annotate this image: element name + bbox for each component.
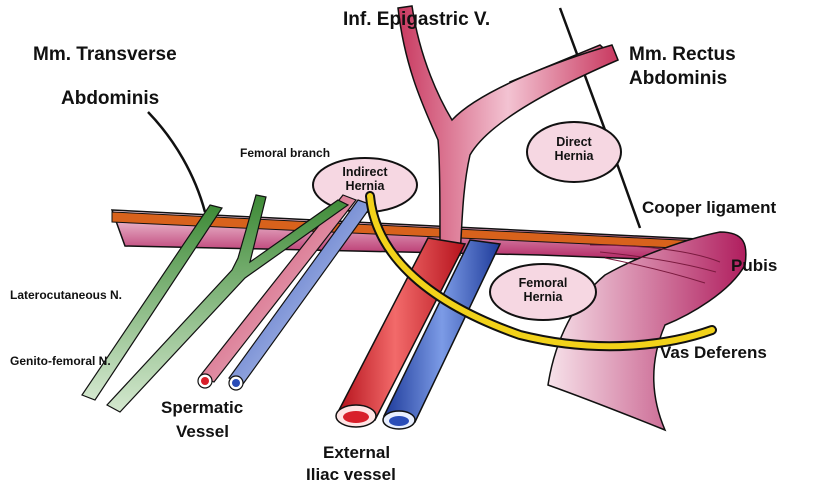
direct-hernia-label: Direct Hernia: [540, 135, 608, 164]
indirect-hernia-label-1: Indirect: [342, 165, 387, 179]
femoral-hernia-label-2: Hernia: [524, 290, 563, 304]
external-iliac-label-2: Iliac vessel: [306, 465, 396, 485]
transverse-abdominis-label-1: Mm. Transverse: [33, 44, 177, 66]
rectus-abdominis-label-2: Abdominis: [629, 68, 727, 90]
direct-hernia-label-1: Direct: [556, 135, 591, 149]
direct-hernia-label-2: Hernia: [555, 149, 594, 163]
vas-deferens-label: Vas Deferens: [660, 343, 767, 363]
external-iliac-artery-lumen: [343, 411, 369, 423]
femoral-hernia-label-1: Femoral: [519, 276, 568, 290]
spermatic-vessel-label-2: Vessel: [176, 422, 229, 442]
inf-epigastric-label: Inf. Epigastric V.: [343, 9, 490, 31]
external-iliac-label-1: External: [323, 443, 390, 463]
spermatic-vein-lumen: [232, 379, 240, 387]
transverse-abdominis-label-2: Abdominis: [61, 88, 159, 110]
rectus-abdominis-label-1: Mm. Rectus: [629, 44, 736, 66]
spermatic-artery-lumen: [201, 377, 209, 385]
femoral-branch-label: Femoral branch: [240, 147, 330, 161]
spermatic-vessel-label-1: Spermatic: [161, 398, 243, 418]
rectus-abdominis-line: [560, 8, 640, 228]
genito-femoral-label: Genito-femoral N.: [10, 355, 111, 369]
indirect-hernia-label-2: Hernia: [346, 179, 385, 193]
femoral-hernia-label: Femoral Hernia: [506, 276, 580, 305]
external-iliac-vein-lumen: [389, 416, 409, 426]
transverse-abdominis-line: [148, 112, 205, 212]
indirect-hernia-label: Indirect Hernia: [333, 165, 397, 194]
cooper-ligament-label: Cooper ligament: [642, 198, 776, 218]
laterocutaneous-label: Laterocutaneous N.: [10, 289, 122, 303]
pubis-label: Pubis: [731, 256, 777, 276]
